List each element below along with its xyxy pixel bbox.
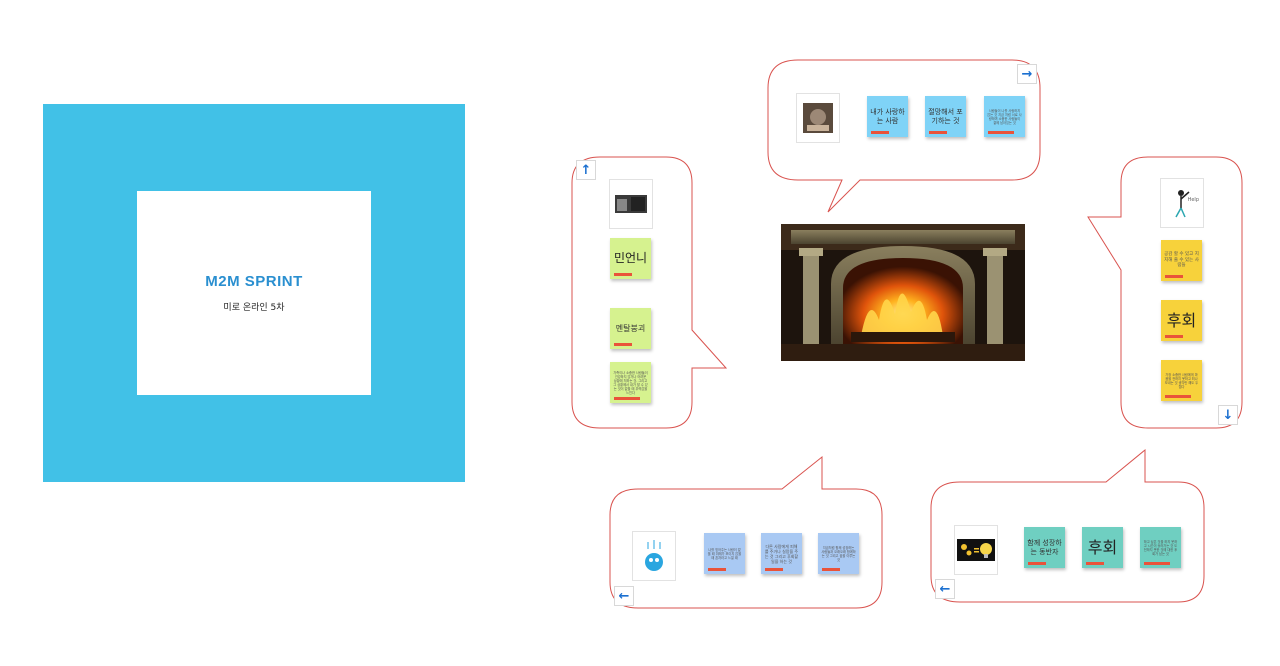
fireplace-illustration — [781, 224, 1025, 361]
sticky-note-text: 지금처럼 함께 성장하는 사람들과 오래오래 함께하는 것 그리고 꿈을 이루는… — [821, 545, 856, 562]
sticky-note-text: 공감 할 수 있고 지지해 줄 수 있는 사람들 — [1164, 252, 1199, 269]
sticky-note-bottom-left-1[interactable]: 나를 믿어주는 사람이 없을 때 미래가 보이지 않을 때 혼자라고 느낄 때 — [704, 533, 745, 574]
frame-m2m-sprint[interactable]: M2M SPRINT 미로 온라인 5차 — [43, 104, 465, 482]
sticky-note-text: 절망해서 포기하는 것 — [928, 107, 963, 125]
author-tag — [1028, 562, 1046, 565]
sticky-note-text: 후회 — [1166, 310, 1197, 330]
sticky-note-text: 멘탈붕괴 — [615, 323, 646, 333]
sticky-note-text: 내가 사랑하는 사람 — [870, 107, 905, 125]
arrow-left-icon[interactable]: ← — [614, 586, 634, 606]
bottom-left-bubble-shape — [609, 455, 883, 609]
author-tag — [1165, 275, 1183, 278]
photo-icon — [803, 103, 833, 133]
author-tag — [1165, 335, 1183, 338]
top-bubble-image[interactable] — [796, 93, 840, 143]
sticky-note-right-3[interactable]: 가장 소중한 사람에게 마음을 전하지 못하고 떠나보내는 것 생각만 해도 두… — [1161, 360, 1202, 401]
sticky-note-text: 가족이나 소중한 사람들이 건강하지 않거나 어려운 상황에 처하는 것. 그리… — [613, 370, 648, 395]
author-tag — [708, 568, 726, 571]
frame-title: M2M SPRINT — [205, 273, 303, 290]
sticky-note-text: 후회 — [1087, 537, 1118, 557]
frame-title-card[interactable]: M2M SPRINT 미로 온라인 5차 — [137, 191, 371, 395]
sticky-note-text: 가장 소중한 사람에게 마음을 전하지 못하고 떠나보내는 것 생각만 해도 두… — [1164, 372, 1199, 389]
author-tag — [929, 131, 947, 134]
sticky-note-top-1[interactable]: 내가 사랑하는 사람 — [867, 96, 908, 137]
left-bubble-image[interactable] — [609, 179, 653, 229]
sticky-note-left-3[interactable]: 가족이나 소중한 사람들이 건강하지 않거나 어려운 상황에 처하는 것. 그리… — [610, 362, 651, 403]
photo-icon — [615, 195, 647, 213]
fireplace-image[interactable] — [781, 224, 1025, 361]
sticky-note-text: 다른 사람에게 피해를 주거나 실망을 주는 것 그리고 후회할 일을 하는 것 — [764, 543, 799, 564]
sticky-note-bottom-right-1[interactable]: 함께 성장하는 동반자 — [1024, 527, 1065, 568]
author-tag — [871, 131, 889, 134]
bottom-right-bubble-image[interactable] — [954, 525, 998, 575]
author-tag — [614, 273, 632, 276]
sticky-note-top-2[interactable]: 절망해서 포기하는 것 — [925, 96, 966, 137]
author-tag — [1086, 562, 1104, 565]
right-bubble-image[interactable]: Help — [1160, 178, 1204, 228]
sticky-note-bottom-left-3[interactable]: 지금처럼 함께 성장하는 사람들과 오래오래 함께하는 것 그리고 꿈을 이루는… — [818, 533, 859, 574]
author-tag — [614, 397, 640, 400]
sticky-note-text: 나를 믿어주는 사람이 없을 때 미래가 보이지 않을 때 혼자라고 느낄 때 — [707, 547, 742, 560]
author-tag — [988, 131, 1014, 134]
sticky-note-text: 함께 성장하는 동반자 — [1027, 538, 1062, 556]
thumb-caption: Help — [1187, 197, 1199, 203]
author-tag — [822, 568, 840, 571]
sticky-note-right-2[interactable]: 후회 — [1161, 300, 1202, 341]
author-tag — [1165, 395, 1191, 398]
author-tag — [765, 568, 783, 571]
sticky-note-bottom-right-2[interactable]: 후회 — [1082, 527, 1123, 568]
sticky-note-text: 사람들이 나를 사랑하지 않는 것 지금 처럼 서로 사랑하며 소중한 사람들이… — [987, 108, 1022, 125]
sticky-note-text: 민언니 — [613, 251, 648, 265]
sticky-note-text: 하고 싶은 것을 하지 못하고 시간이 흘러가는 것 도전하지 못한 것에 대한… — [1143, 539, 1178, 556]
sticky-note-top-3[interactable]: 사람들이 나를 사랑하지 않는 것 지금 처럼 서로 사랑하며 소중한 사람들이… — [984, 96, 1025, 137]
arrow-down-icon[interactable]: ↓ — [1218, 405, 1238, 425]
sticky-note-bottom-right-3[interactable]: 하고 싶은 것을 하지 못하고 시간이 흘러가는 것 도전하지 못한 것에 대한… — [1140, 527, 1181, 568]
frame-subtitle: 미로 온라인 5차 — [223, 303, 285, 313]
sticky-note-right-1[interactable]: 공감 할 수 있고 지지해 줄 수 있는 사람들 — [1161, 240, 1202, 281]
arrow-left-icon[interactable]: ← — [935, 579, 955, 599]
author-tag — [1144, 562, 1170, 565]
author-tag — [614, 343, 632, 346]
sticky-note-left-1[interactable]: 민언니 — [610, 238, 651, 279]
person-help-icon — [1175, 190, 1190, 218]
character-icon — [645, 540, 663, 571]
sticky-note-bottom-left-2[interactable]: 다른 사람에게 피해를 주거나 실망을 주는 것 그리고 후회할 일을 하는 것 — [761, 533, 802, 574]
sticky-note-left-2[interactable]: 멘탈붕괴 — [610, 308, 651, 349]
arrow-up-icon[interactable]: ↑ — [576, 160, 596, 180]
lightbulb-equation-icon — [957, 539, 995, 561]
bottom-right-bubble-shape — [930, 448, 1205, 603]
arrow-right-icon[interactable]: → — [1017, 64, 1037, 84]
bottom-left-bubble-image[interactable] — [632, 531, 676, 581]
